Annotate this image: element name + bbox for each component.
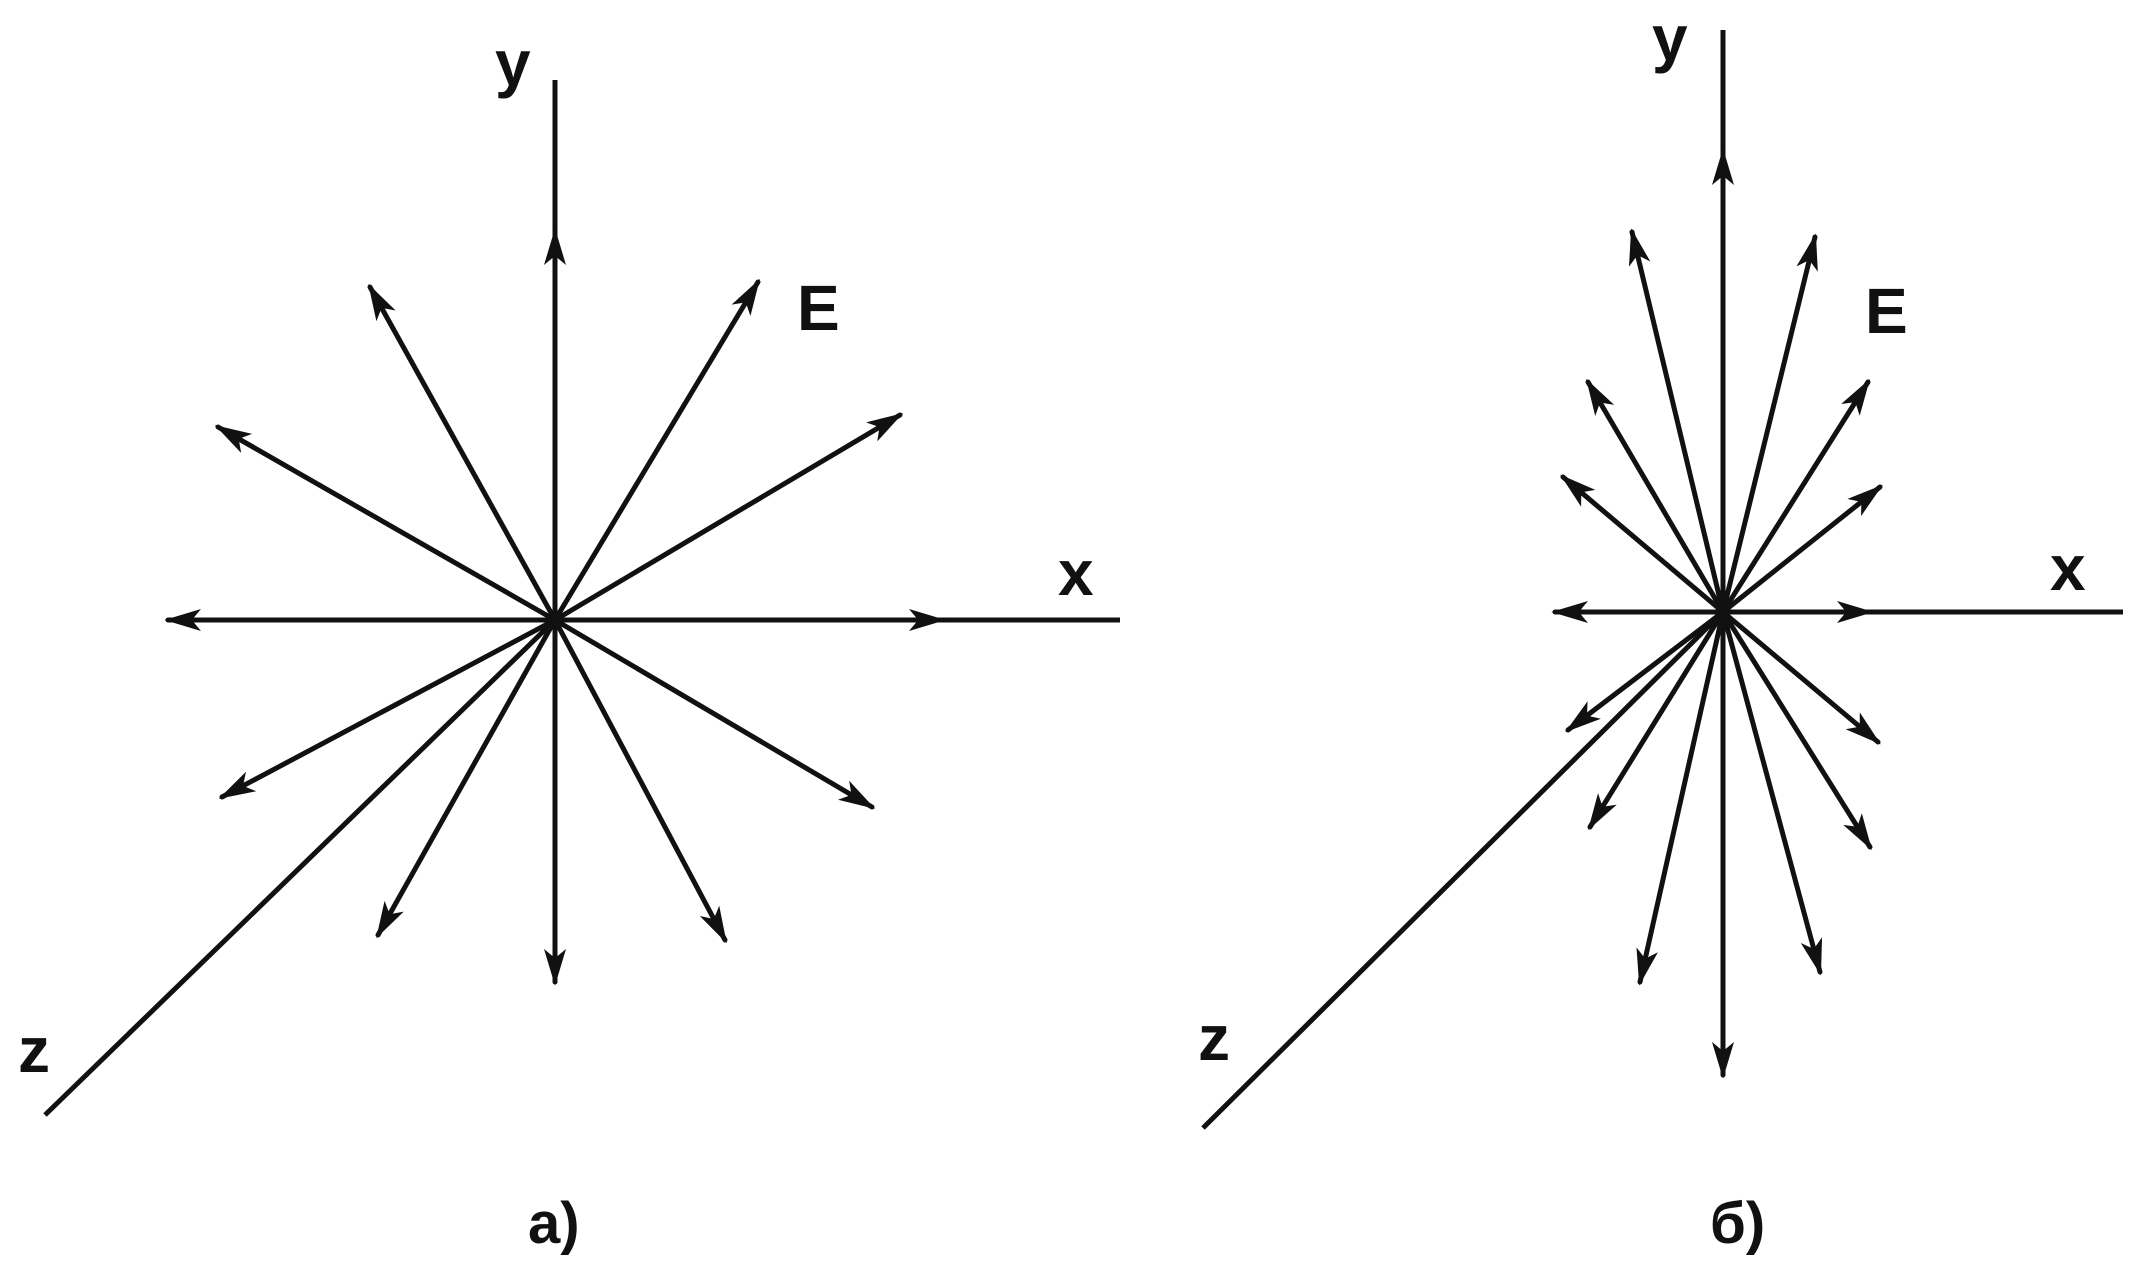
field-vector-arrow: [1587, 609, 1726, 831]
panel-a-caption: а): [528, 1191, 580, 1256]
field-vector-arrow: [1636, 609, 1726, 986]
panel-b-z-label: z: [1198, 1002, 1230, 1074]
panel-b-field-vectors: [1551, 148, 1883, 1079]
field-vector-arrow: [214, 424, 558, 623]
field-vector-arrow: [1585, 378, 1726, 615]
field-vector-arrow: [552, 617, 728, 944]
panel-a: y x z E а): [18, 27, 1120, 1256]
field-vector-arrow: [552, 278, 761, 623]
panel-b-z-axis: [1201, 610, 1725, 1130]
panel-a-y-label: y: [495, 27, 531, 99]
panel-a-field-label: E: [797, 272, 840, 344]
panel-a-x-label: x: [1058, 537, 1094, 609]
field-vector-arrow: [1720, 609, 1823, 976]
panel-a-field-vectors: [164, 228, 946, 986]
field-vector-arrow: [218, 617, 558, 800]
field-vector-arrow: [1565, 609, 1726, 733]
panel-a-z-label: z: [18, 1014, 50, 1086]
panel-b-field-label: E: [1865, 275, 1908, 347]
panel-a-z-axis: [43, 618, 557, 1117]
field-vector-arrow: [552, 617, 876, 810]
field-vector-arrow: [1560, 474, 1726, 615]
panel-b-caption: б): [1710, 1191, 1765, 1256]
field-vector-arrow: [552, 412, 904, 623]
field-vector-arrow: [1720, 609, 1873, 851]
panel-b: y x z E б): [1198, 2, 2123, 1256]
field-vector-arrow: [1720, 609, 1881, 745]
panel-b-x-label: x: [2050, 532, 2086, 604]
field-vector-arrow: [1720, 484, 1883, 615]
field-vector-arrow: [367, 283, 558, 623]
field-vector-arrow: [375, 617, 558, 939]
panel-b-y-label: y: [1652, 2, 1688, 74]
field-vector-arrow: [1628, 228, 1726, 615]
field-vector-arrow: [1720, 233, 1818, 615]
field-vector-arrow: [1720, 378, 1871, 615]
